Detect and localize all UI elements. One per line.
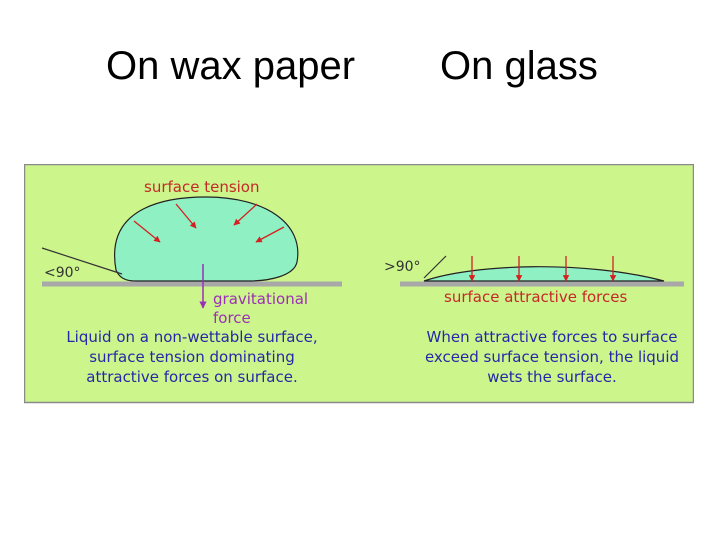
caption-right-line1: When attractive forces to surface [427,328,678,346]
droplet-on-wax [114,196,299,282]
angle-label-right: >90° [384,259,421,275]
gravity-label-line2: force [213,309,251,327]
attractive-forces-label: surface attractive forces [444,288,627,306]
caption-right-line2: exceed surface tension, the liquid [425,348,679,366]
surface-tension-diagram: <90° surface tension gravitational force… [24,164,694,404]
angle-label-left: <90° [44,265,81,281]
caption-left-line1: Liquid on a non-wettable surface, [66,328,317,346]
surface-tension-label: surface tension [144,178,260,196]
caption-right-line3: wets the surface. [487,368,617,386]
tension-arrow-2 [175,203,197,229]
tension-arrow-4 [255,226,285,243]
title-glass: On glass [440,44,598,88]
tension-arrow-1 [133,220,161,243]
caption-left-line3: attractive forces on surface. [86,368,298,386]
tension-arrow-3 [233,203,258,226]
contact-angle-line-right [423,255,447,279]
droplet-on-glass [423,266,665,282]
contact-angle-line-left [41,247,123,275]
caption-left-line2: surface tension dominating [89,348,295,366]
title-wax-paper: On wax paper [106,44,356,88]
gravity-label-line1: gravitational [213,290,308,308]
